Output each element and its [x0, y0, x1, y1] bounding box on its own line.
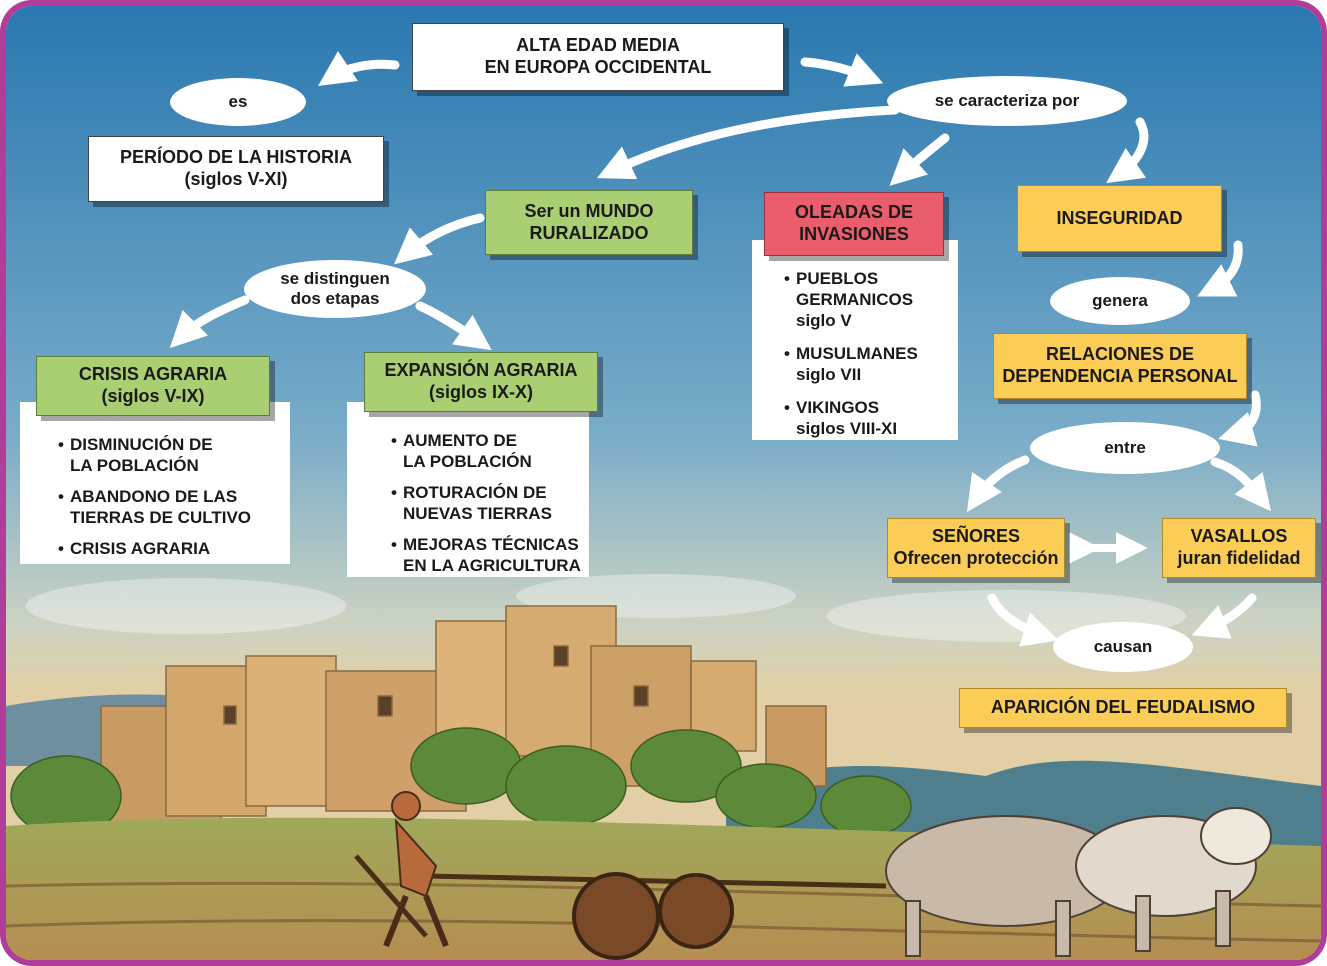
connector-es: es — [170, 78, 306, 126]
arrow-inseguridad-to-genera — [1197, 240, 1243, 297]
title-box: ALTA EDAD MEDIA EN EUROPA OCCIDENTAL — [412, 23, 784, 91]
connector-se-distinguen: se distinguen dos etapas — [244, 260, 426, 318]
arrow-etapas-to-expansion — [415, 301, 492, 351]
expansion-list-panel: AUMENTO DE LA POBLACIÓN ROTURACIÓN DE NU… — [347, 402, 589, 577]
arrow-title-to-es — [318, 51, 400, 86]
crisis-list-panel: DISMINUCIÓN DE LA POBLACIÓN ABANDONO DE … — [20, 402, 290, 564]
connector-causan: causan — [1053, 622, 1193, 672]
vasallos-box: VASALLOS juran fidelidad — [1162, 518, 1316, 578]
expansion-agraria-box: EXPANSIÓN AGRARIA (siglos IX-X) — [364, 352, 598, 412]
connector-se-caracteriza-por: se caracteriza por — [887, 76, 1127, 126]
list-item: DISMINUCIÓN DE LA POBLACIÓN — [58, 434, 290, 476]
list-item: PUEBLOS GERMANICOS siglo V — [784, 268, 958, 331]
plough-wheels — [572, 872, 734, 960]
list-item: MUSULMANES siglo VII — [784, 343, 958, 385]
crisis-list: DISMINUCIÓN DE LA POBLACIÓN ABANDONO DE … — [58, 434, 290, 559]
list-item: CRISIS AGRARIA — [58, 538, 290, 559]
arrow-caracteriza-to-inseguridad — [1106, 117, 1149, 184]
castle — [100, 605, 827, 827]
inseguridad-box: INSEGURIDAD — [1017, 185, 1222, 252]
oleadas-list-panel: PUEBLOS GERMANICOS siglo V MUSULMANES si… — [752, 240, 958, 440]
list-item: VIKINGOS siglos VIII-XI — [784, 397, 958, 439]
list-item: ROTURACIÓN DE NUEVAS TIERRAS — [391, 482, 589, 524]
arrow-caracteriza-to-oleadas — [889, 133, 950, 186]
list-item: ABANDONO DE LAS TIERRAS DE CULTIVO — [58, 486, 290, 528]
list-item: MEJORAS TÉCNICAS EN LA AGRICULTURA — [391, 534, 589, 576]
illustration-frame — [6, 6, 1321, 960]
aparicion-feudalismo-box: APARICIÓN DEL FEUDALISMO — [959, 688, 1287, 728]
arrow-title-to-caracteriza — [800, 53, 884, 87]
mundo-ruralizado-box: Ser un MUNDO RURALIZADO — [485, 190, 693, 255]
periodo-box: PERÍODO DE LA HISTORIA (siglos V-XI) — [88, 136, 384, 202]
oleadas-box: OLEADAS DE INVASIONES — [764, 192, 944, 256]
arrow-caracteriza-to-mundo — [596, 105, 900, 180]
connector-entre: entre — [1030, 422, 1220, 474]
background-illustration — [6, 6, 1321, 960]
oleadas-list: PUEBLOS GERMANICOS siglo V MUSULMANES si… — [784, 268, 958, 439]
title-line1: ALTA EDAD MEDIA — [516, 35, 680, 56]
crisis-agraria-box: CRISIS AGRARIA (siglos V-IX) — [36, 356, 270, 416]
senores-box: SEÑORES Ofrecen protección — [887, 518, 1065, 578]
arrow-entre-to-senores — [967, 455, 1030, 512]
expansion-list: AUMENTO DE LA POBLACIÓN ROTURACIÓN DE NU… — [391, 430, 589, 576]
plough — [354, 854, 887, 938]
arrow-entre-to-vasallos — [1210, 457, 1271, 512]
arrow-etapas-to-crisis — [169, 295, 250, 349]
list-item: AUMENTO DE LA POBLACIÓN — [391, 430, 589, 472]
ploughman — [383, 791, 449, 948]
title-line2: EN EUROPA OCCIDENTAL — [484, 57, 712, 77]
connector-genera: genera — [1050, 277, 1190, 325]
oxen — [885, 807, 1272, 957]
trees — [10, 727, 912, 837]
arrow-mundo-to-etapas — [394, 213, 485, 265]
arrow-vasallos-to-causan — [1191, 593, 1257, 639]
arrow-senores-to-causan — [987, 593, 1059, 647]
relaciones-dependencia-box: RELACIONES DE DEPENDENCIA PERSONAL — [993, 333, 1247, 399]
arrow-relaciones-to-entre — [1218, 390, 1261, 447]
